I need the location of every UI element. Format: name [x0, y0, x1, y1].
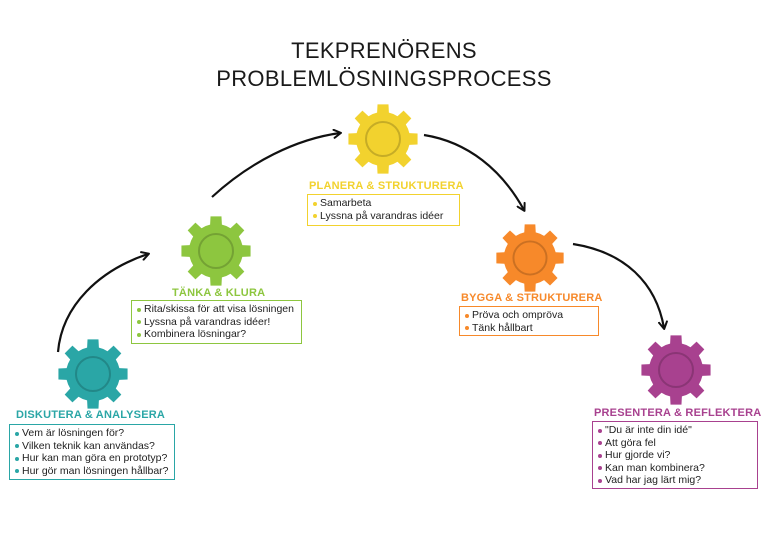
- list-item: Hur gör man lösningen hållbar?: [15, 465, 169, 478]
- list-item: Pröva och ompröva: [465, 309, 593, 322]
- title-line-1: TEKPRENÖRENS: [291, 38, 477, 63]
- list-item: Att göra fel: [598, 437, 752, 450]
- stage-heading-planera: PLANERA & STRUKTURERA: [309, 180, 464, 192]
- stage-box-bygga: Pröva och ompröva Tänk hållbart: [459, 306, 599, 336]
- list-item: Lyssna på varandras idéer: [313, 210, 454, 223]
- stage-heading-tanka: TÄNKA & KLURA: [172, 287, 266, 299]
- gear-icon: [58, 339, 128, 409]
- stage-heading-presentera: PRESENTERA & REFLEKTERA: [594, 407, 762, 419]
- stage-heading-bygga: BYGGA & STRUKTURERA: [461, 292, 603, 304]
- stage-box-tanka: Rita/skissa för att visa lösningen Lyssn…: [131, 300, 302, 344]
- stage-box-presentera: "Du är inte din idé" Att göra fel Hur gj…: [592, 421, 758, 489]
- gear-icon: [641, 335, 711, 405]
- list-item: Rita/skissa för att visa lösningen: [137, 303, 296, 316]
- list-item: Vilken teknik kan användas?: [15, 440, 169, 453]
- arrow-1: [56, 251, 150, 353]
- list-item: Kombinera lösningar?: [137, 328, 296, 341]
- list-item: Kan man kombinera?: [598, 462, 752, 475]
- page-title: TEKPRENÖRENS PROBLEMLÖSNINGSPROCESS: [184, 37, 584, 93]
- list-item: Tänk hållbart: [465, 322, 593, 335]
- gear-icon: [181, 216, 251, 286]
- arrow-4: [572, 242, 668, 330]
- list-item: Vad har jag lärt mig?: [598, 474, 752, 487]
- list-item: Lyssna på varandras idéer!: [137, 316, 296, 329]
- list-item: Vem är lösningen för?: [15, 427, 169, 440]
- list-item: Hur gjorde vi?: [598, 449, 752, 462]
- stage-box-planera: Samarbeta Lyssna på varandras idéer: [307, 194, 460, 226]
- list-item: Hur kan man göra en prototyp?: [15, 452, 169, 465]
- list-item: Samarbeta: [313, 197, 454, 210]
- arrow-3: [423, 133, 526, 212]
- stage-heading-diskutera: DISKUTERA & ANALYSERA: [16, 409, 166, 421]
- gear-icon: [496, 224, 564, 292]
- arrow-2: [211, 128, 342, 198]
- gear-icon: [348, 104, 418, 174]
- title-line-2: PROBLEMLÖSNINGSPROCESS: [216, 66, 552, 91]
- stage-box-diskutera: Vem är lösningen för? Vilken teknik kan …: [9, 424, 175, 480]
- list-item: "Du är inte din idé": [598, 424, 752, 437]
